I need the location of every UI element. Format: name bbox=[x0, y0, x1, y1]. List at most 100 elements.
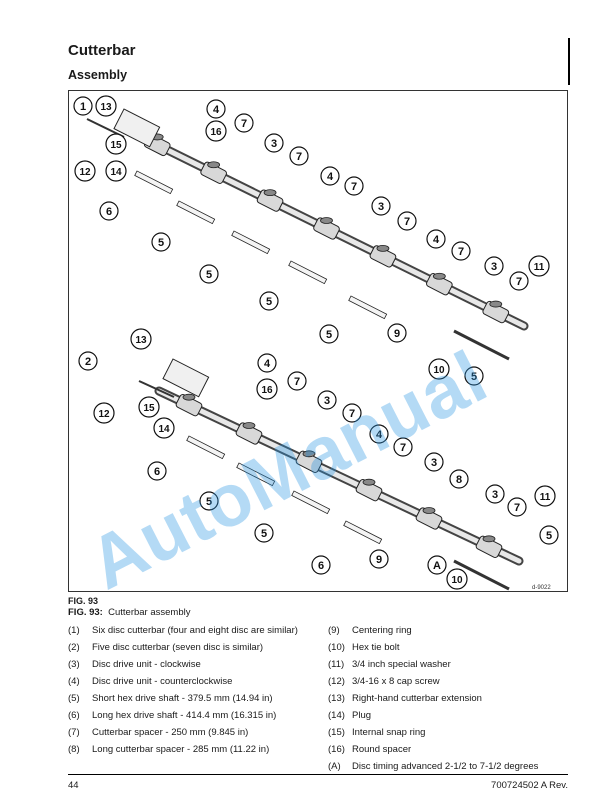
callout-bubble bbox=[73, 96, 93, 116]
legend-item: (11) 3/4 inch special washer bbox=[328, 659, 451, 670]
legend-text: Disc drive unit - clockwise bbox=[92, 659, 201, 670]
callout-label: 16 bbox=[261, 385, 273, 396]
hex-tie-bolt bbox=[453, 559, 510, 591]
footer-rule bbox=[68, 774, 568, 775]
legend-item: (13)Right-hand cutterbar extension bbox=[328, 693, 482, 704]
callout-label: 8 bbox=[456, 474, 462, 486]
callout-label: 7 bbox=[514, 502, 520, 514]
legend-text: Disc drive unit - counterclockwise bbox=[92, 676, 233, 687]
callout-label: 3 bbox=[492, 489, 498, 501]
callout-label: 6 bbox=[106, 206, 112, 218]
callout-bubble bbox=[371, 196, 391, 216]
legend-number: (1) bbox=[68, 625, 80, 636]
legend-number: (2) bbox=[68, 642, 80, 653]
callout-label: 12 bbox=[79, 167, 91, 178]
callout-bubble bbox=[426, 229, 446, 249]
legend-item: (2) Five disc cutterbar (seven disc is si… bbox=[68, 642, 263, 653]
callout-label: 4 bbox=[433, 234, 440, 246]
legend-text: Long hex drive shaft - 414.4 mm (16.315 … bbox=[92, 710, 277, 721]
legend-number: (16) bbox=[328, 744, 345, 755]
legend-number: (12) bbox=[328, 676, 345, 687]
callout-label: 2 bbox=[85, 356, 91, 368]
callout-bubble bbox=[287, 371, 307, 391]
callout-label: 5 bbox=[158, 237, 164, 249]
legend-number: (9) bbox=[328, 625, 340, 636]
legend-text: Long cutterbar spacer - 285 mm (11.22 in… bbox=[92, 744, 270, 755]
callout-label: 3 bbox=[324, 395, 330, 407]
callout-bubble bbox=[342, 403, 362, 423]
callout-label: 11 bbox=[534, 262, 545, 273]
callout-bubble bbox=[153, 417, 175, 439]
disc-drive-hub bbox=[302, 450, 316, 458]
callout-bubble bbox=[539, 525, 559, 545]
legend-number: (10) bbox=[328, 642, 345, 653]
callout-bubble bbox=[130, 328, 152, 350]
disc-drive-hub bbox=[362, 478, 376, 486]
callout-bubble bbox=[74, 160, 96, 182]
callout-label: 5 bbox=[266, 296, 272, 308]
callout-bubble bbox=[289, 146, 309, 166]
callout-bubble bbox=[264, 133, 284, 153]
figure-code: d-9022 bbox=[532, 585, 551, 591]
callout-bubble bbox=[93, 402, 115, 424]
figure-caption: FIG. 93: Cutterbar assembly bbox=[68, 607, 191, 618]
hex-shaft bbox=[231, 230, 271, 255]
legend-text: 3/4 inch special washer bbox=[352, 659, 451, 670]
legend-text: Short hex drive shaft - 379.5 mm (14.94 … bbox=[92, 693, 273, 704]
cutterbar-body-highlight bbox=[156, 388, 522, 564]
callout-label: 5 bbox=[206, 269, 212, 281]
legend-item: (16) Round spacer bbox=[328, 744, 411, 755]
header-rule bbox=[568, 38, 570, 85]
disc-drive-hub bbox=[320, 217, 333, 224]
hex-shaft bbox=[348, 295, 388, 320]
callout-bubble bbox=[344, 176, 364, 196]
hex-shaft bbox=[343, 520, 383, 545]
legend-number: (14) bbox=[328, 710, 345, 721]
document-id: 700724502 A Rev. bbox=[491, 780, 568, 791]
callout-label: 15 bbox=[143, 403, 155, 414]
callout-bubble bbox=[205, 120, 227, 142]
legend-item: (9)Centering ring bbox=[328, 625, 412, 636]
legend-number: (6) bbox=[68, 710, 80, 721]
callout-bubble bbox=[311, 555, 331, 575]
legend-number: (15) bbox=[328, 727, 345, 738]
legend-item: (3) Disc drive unit - clockwise bbox=[68, 659, 201, 670]
disc-drive-hub bbox=[182, 393, 196, 401]
hex-shaft bbox=[186, 435, 226, 460]
legend-item: (12)3/4-16 x 8 cap screw bbox=[328, 676, 440, 687]
legend-number: (4) bbox=[68, 676, 80, 687]
callout-bubble bbox=[256, 378, 278, 400]
legend-item: (8)Long cutterbar spacer - 285 mm (11.22… bbox=[68, 744, 269, 755]
callout-label: 12 bbox=[98, 409, 110, 420]
callout-bubble bbox=[105, 160, 127, 182]
legend-number: (3) bbox=[68, 659, 80, 670]
callout-bubble bbox=[257, 353, 277, 373]
legend-item: (15)Internal snap ring bbox=[328, 727, 425, 738]
legend-text: Hex tie bolt bbox=[352, 642, 400, 653]
callout-label: 4 bbox=[376, 429, 383, 441]
disc-drive-hub bbox=[263, 189, 277, 197]
legend-text: Plug bbox=[352, 710, 372, 721]
page-number: 44 bbox=[68, 780, 79, 791]
callout-bubble bbox=[464, 366, 484, 386]
legend-item: (5)Short hex drive shaft - 379.5 mm (14.… bbox=[68, 693, 273, 704]
legend-text: Five disc cutterbar (seven disc is simil… bbox=[92, 642, 264, 653]
legend-number: (11) bbox=[328, 659, 345, 670]
callout-bubble bbox=[369, 549, 389, 569]
caption-text: Cutterbar assembly bbox=[108, 607, 191, 618]
legend-number: (7) bbox=[68, 727, 80, 738]
hex-shaft bbox=[288, 260, 328, 285]
callout-bubble bbox=[397, 211, 417, 231]
callout-label: 14 bbox=[110, 167, 122, 178]
legend-text: Round spacer bbox=[352, 744, 412, 755]
callout-label: 7 bbox=[296, 151, 302, 163]
callout-label: 7 bbox=[400, 442, 406, 454]
callout-label: 7 bbox=[351, 181, 357, 193]
callout-label: 4 bbox=[327, 171, 334, 183]
disc-drive-hub bbox=[422, 507, 436, 514]
callout-bubble bbox=[99, 201, 119, 221]
legend-item: (6) Long hex drive shaft - 414.4 mm (16.3… bbox=[68, 710, 276, 721]
callout-bubble bbox=[147, 461, 167, 481]
callout-label: 4 bbox=[213, 104, 220, 116]
callout-bubble bbox=[95, 95, 117, 117]
